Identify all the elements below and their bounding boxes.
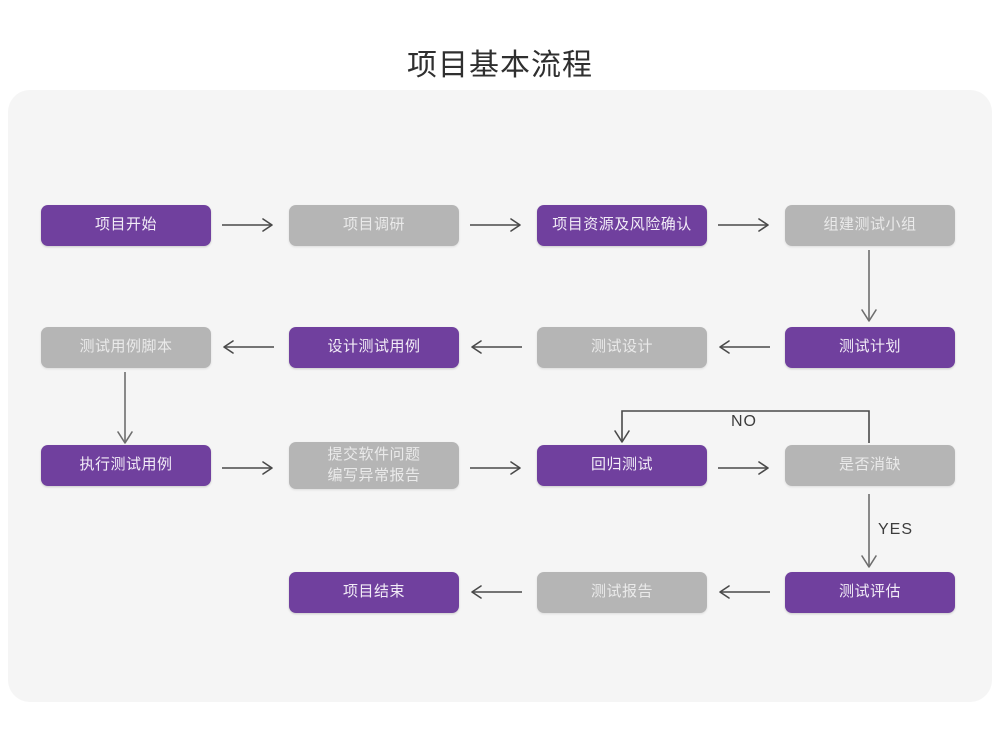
edge-label-yes: YES <box>878 521 914 538</box>
node-submit-issue[interactable]: 提交软件问题 编写异常报告 <box>289 442 459 489</box>
node-resource-risk[interactable]: 项目资源及风险确认 <box>537 205 707 246</box>
node-project-research[interactable]: 项目调研 <box>289 205 459 246</box>
node-execute-case[interactable]: 执行测试用例 <box>41 445 211 486</box>
page-title: 项目基本流程 <box>407 49 593 82</box>
node-test-report[interactable]: 测试报告 <box>537 572 707 613</box>
node-test-evaluation[interactable]: 测试评估 <box>785 572 955 613</box>
node-design-case[interactable]: 设计测试用例 <box>289 327 459 368</box>
node-defect-cleared[interactable]: 是否消缺 <box>785 445 955 486</box>
node-test-plan[interactable]: 测试计划 <box>785 327 955 368</box>
node-project-end[interactable]: 项目结束 <box>289 572 459 613</box>
node-case-script[interactable]: 测试用例脚本 <box>41 327 211 368</box>
edge-label-no: NO <box>731 413 757 430</box>
node-test-design[interactable]: 测试设计 <box>537 327 707 368</box>
node-regression-test[interactable]: 回归测试 <box>537 445 707 486</box>
node-build-team[interactable]: 组建测试小组 <box>785 205 955 246</box>
node-project-start[interactable]: 项目开始 <box>41 205 211 246</box>
